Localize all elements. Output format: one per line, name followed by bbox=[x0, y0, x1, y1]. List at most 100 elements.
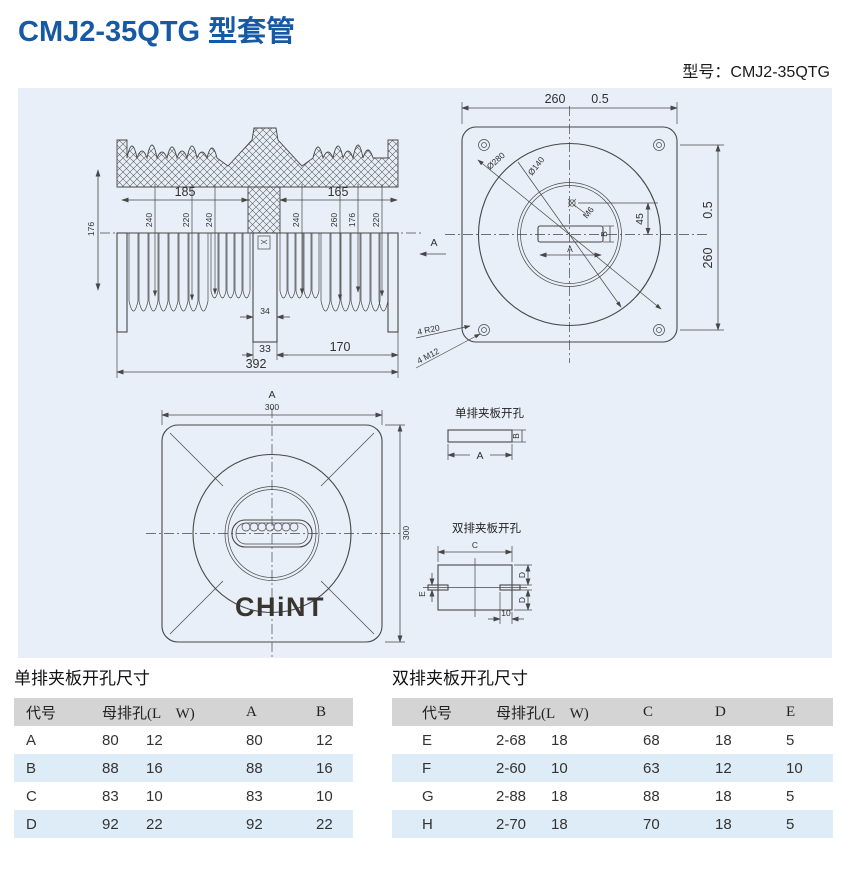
table-row: F 2-60 10 63 12 10 bbox=[392, 754, 833, 782]
cell-w: 10 bbox=[551, 759, 568, 777]
slot-a-label: A bbox=[567, 244, 573, 254]
cell-c: 68 bbox=[643, 731, 660, 749]
dim-185: 185 bbox=[175, 185, 196, 199]
single-row-table-title: 单排夹板开孔尺寸 bbox=[14, 669, 150, 688]
header-e: E bbox=[786, 703, 796, 720]
cell-a: 80 bbox=[246, 731, 263, 749]
single-b-label: B bbox=[511, 433, 521, 439]
flange-right-dim: 260 bbox=[701, 248, 715, 269]
shed-dia-260-r: 260 bbox=[329, 213, 339, 227]
double-row-table: 双排夹板开孔尺寸 代号 母排孔(L W) C D E E 2-68 18 68 … bbox=[392, 664, 833, 838]
cell-b: 10 bbox=[316, 787, 333, 805]
cell-l: 2-68 bbox=[496, 731, 527, 749]
shed-dia-240-l2: 240 bbox=[204, 213, 214, 227]
cell-l: 83 bbox=[102, 787, 119, 805]
flange-top-dim: 260 bbox=[545, 92, 566, 106]
dim-170: 170 bbox=[330, 340, 351, 354]
cell-b: 22 bbox=[316, 815, 333, 833]
cell-l: 88 bbox=[102, 759, 119, 777]
cell-l: 92 bbox=[102, 815, 119, 833]
dia-280-label: Ø280 bbox=[485, 150, 507, 172]
shed-dia-220-r: 220 bbox=[371, 213, 381, 227]
cell-code: E bbox=[422, 731, 433, 749]
side-view-drawing: 185 165 176 240 220 240 240 260 bbox=[86, 127, 422, 378]
dia-140-label: Ø140 bbox=[526, 154, 547, 177]
double-row-title: 双排夹板开孔 bbox=[452, 521, 521, 535]
header-code: 代号 bbox=[26, 705, 57, 722]
table-row: D 92 22 92 22 bbox=[14, 810, 353, 838]
double-d-label-1: D bbox=[517, 572, 527, 578]
model-label: 型号：CMJ2-35QTG bbox=[682, 64, 830, 81]
table-row: A 80 12 80 12 bbox=[14, 726, 353, 754]
cell-a: 88 bbox=[246, 759, 263, 777]
header-code: 代号 bbox=[422, 705, 453, 722]
page-title: CMJ2-35QTG 型套管 bbox=[18, 16, 296, 48]
square-view-drawing: A 300 300 CHiNT bbox=[146, 389, 411, 660]
cell-d: 18 bbox=[715, 787, 732, 805]
shed-dia-220-l: 220 bbox=[181, 213, 191, 227]
cell-e: 5 bbox=[786, 731, 795, 749]
cell-b: 16 bbox=[316, 759, 333, 777]
dim-176-left: 176 bbox=[86, 222, 96, 236]
table-row: C 83 10 83 10 bbox=[14, 782, 353, 810]
double-row-hole-drawing: 双排夹板开孔 C D D bbox=[417, 521, 532, 624]
double-c-label: C bbox=[472, 540, 478, 550]
cell-w: 18 bbox=[551, 815, 568, 833]
shed-dia-240-r: 240 bbox=[291, 213, 301, 227]
shed-dia-240-l: 240 bbox=[144, 213, 154, 227]
cell-e: 5 bbox=[786, 787, 795, 805]
bellows-left bbox=[128, 232, 251, 312]
cell-e: 10 bbox=[786, 759, 803, 777]
chint-logo: CHiNT bbox=[235, 592, 325, 622]
shed-dia-176-r: 176 bbox=[347, 213, 357, 227]
section-marker-a: A bbox=[419, 237, 446, 257]
single-a-label: A bbox=[476, 450, 483, 462]
flange-right-tol: 0.5 bbox=[701, 201, 715, 218]
section-label-a: A bbox=[430, 237, 437, 249]
cell-code: D bbox=[26, 815, 37, 833]
table-row: B 88 16 88 16 bbox=[14, 754, 353, 782]
flange-view-drawing: Ø280 Ø140 M6 45 A B bbox=[415, 92, 724, 369]
double-e-label: E bbox=[417, 591, 427, 597]
technical-drawing: 185 165 176 240 220 240 240 260 bbox=[86, 92, 724, 660]
cell-w: 18 bbox=[551, 731, 568, 749]
cell-code: B bbox=[26, 759, 37, 777]
cell-e: 5 bbox=[786, 815, 795, 833]
dim-392: 392 bbox=[246, 357, 267, 371]
cell-l: 2-88 bbox=[496, 787, 527, 805]
square-top-dim: 300 bbox=[265, 402, 279, 412]
dim-33: 33 bbox=[259, 343, 271, 355]
header-b: B bbox=[316, 703, 327, 720]
single-row-hole-drawing: 单排夹板开孔 B A bbox=[447, 406, 526, 462]
double-gap-dim: 10 bbox=[501, 608, 511, 618]
cell-a: 83 bbox=[246, 787, 263, 805]
cell-w: 22 bbox=[146, 815, 163, 833]
dim-34: 34 bbox=[260, 306, 270, 316]
cell-code: G bbox=[422, 787, 434, 805]
cell-code: A bbox=[26, 731, 37, 749]
cell-code: H bbox=[422, 815, 433, 833]
cell-c: 88 bbox=[643, 787, 660, 805]
cell-w: 10 bbox=[146, 787, 163, 805]
cell-code: C bbox=[26, 787, 37, 805]
square-a-label: A bbox=[268, 389, 275, 401]
m6-label: M6 bbox=[581, 205, 596, 221]
cell-w: 12 bbox=[146, 731, 163, 749]
header-c: C bbox=[643, 703, 654, 720]
slot-scallops bbox=[241, 522, 299, 532]
bellows-right bbox=[279, 232, 389, 312]
table-row: H 2-70 18 70 18 5 bbox=[392, 810, 833, 838]
cell-c: 63 bbox=[643, 759, 660, 777]
cell-c: 70 bbox=[643, 815, 660, 833]
corner-radius-label: 4 R20 bbox=[416, 322, 441, 337]
header-a: A bbox=[246, 703, 257, 720]
cell-code: F bbox=[422, 759, 432, 777]
double-d-label-2: D bbox=[517, 597, 527, 603]
cell-l: 80 bbox=[102, 731, 119, 749]
cell-d: 18 bbox=[715, 731, 732, 749]
square-right-dim: 300 bbox=[401, 526, 411, 540]
corner-bolts bbox=[478, 139, 665, 336]
bolt-spec-label: 4 M12 bbox=[415, 346, 441, 366]
cell-w: 18 bbox=[551, 787, 568, 805]
